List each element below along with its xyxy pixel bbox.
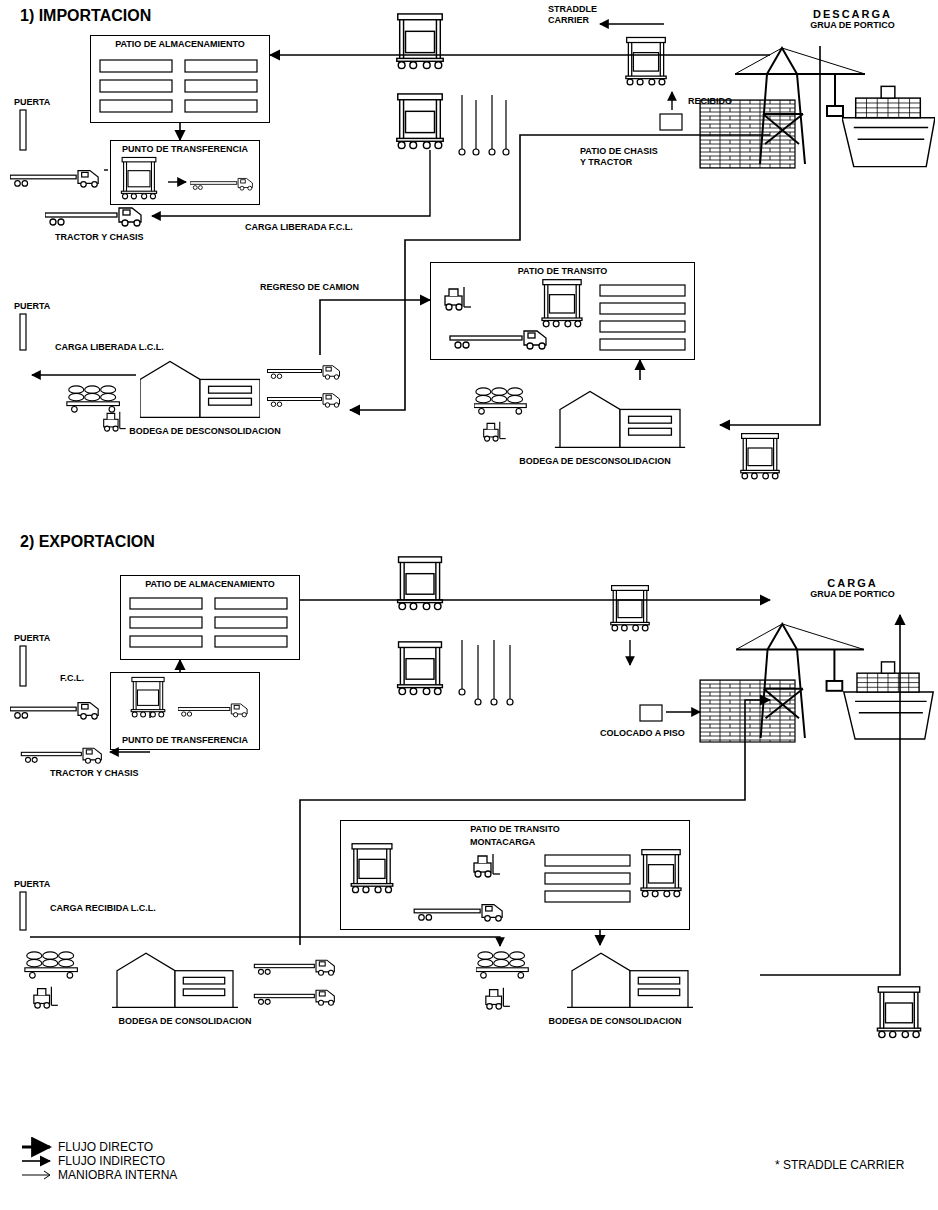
- flow-arrow: [300, 599, 770, 601]
- yard-box: PATIO DE TRANSITO: [430, 262, 695, 360]
- legend-text: FLUJO INDIRECTO: [58, 1154, 165, 1168]
- area-node: BODEGA DE CONSOLIDACION: [470, 945, 760, 1030]
- node-label: BODEGA DE DESCONSOLIDACION: [519, 456, 671, 467]
- note-label: F.C.L.: [60, 673, 84, 684]
- node-label: PATIO DE ALMACENAMIENTO: [115, 39, 245, 50]
- note-label: CARGA LIBERADA F.C.L.: [245, 222, 353, 233]
- node-label: PATIO DE TRANSITO: [518, 266, 608, 277]
- node-label: PUNTO DE TRANSFERENCIA: [122, 144, 248, 155]
- yard-box: PATIO DE TRANSITO MONTACARGA: [340, 820, 690, 930]
- note-label: PUERTA: [14, 301, 50, 312]
- flow-arrow: [179, 660, 181, 672]
- area-node: BODEGA DE DESCONSOLIDACION: [60, 355, 350, 440]
- legend-text: MANIOBRA INTERNA: [58, 1168, 177, 1182]
- yard-box: PUNTO DE TRANSFERENCIA: [110, 140, 260, 205]
- note-label: TRACTOR Y CHASIS: [55, 232, 144, 243]
- area-node: DESCARGAGRUA DE PORTICO: [770, 6, 935, 46]
- node-label: PATIO DE TRANSITO: [470, 824, 560, 835]
- node-label: GRUA DE PORTICO: [810, 589, 895, 600]
- flow-arrow: [599, 930, 601, 945]
- section-heading: 2) EXPORTACION: [20, 532, 155, 551]
- node-label: DESCARGA: [813, 9, 892, 20]
- flow-arrow: [270, 54, 770, 56]
- edge-label: REGRESO DE CAMION: [258, 282, 361, 293]
- node-label: CARGA: [827, 578, 877, 589]
- note-label: CARGA LIBERADA L.C.L.: [55, 342, 164, 353]
- yard-box: PATIO DE ALMACENAMIENTO: [120, 575, 300, 660]
- node-label: PATIO DE ALMACENAMIENTO: [145, 579, 275, 590]
- flow-arrow: [760, 615, 900, 975]
- node-label: GRUA DE PORTICO: [810, 20, 895, 31]
- note-label: TRACTOR Y CHASIS: [50, 768, 139, 779]
- node-label: BODEGA DE CONSOLIDACION: [548, 1016, 681, 1027]
- node-label: MONTACARGA: [470, 837, 535, 848]
- flow-arrow: [300, 700, 770, 945]
- note-label: PATIO DE CHASIS Y TRACTOR: [580, 146, 660, 168]
- legend-text: FLUJO DIRECTO: [58, 1140, 153, 1154]
- area-node: CARGAGRUA DE PORTICO: [770, 575, 935, 615]
- section-heading: 1) IMPORTACION: [20, 6, 151, 25]
- note-label: RECIBIDO: [688, 96, 732, 107]
- flow-arrow: [639, 360, 641, 380]
- note-label: COLOCADO A PISO: [600, 728, 685, 739]
- note-label: PUERTA: [14, 97, 50, 108]
- node-label: BODEGA DE DESCONSOLIDACION: [129, 426, 281, 437]
- flow-arrow: [179, 123, 181, 140]
- yard-box: PATIO DE ALMACENAMIENTO: [90, 35, 270, 123]
- area-node: BODEGA DE CONSOLIDACION: [20, 945, 350, 1030]
- flow-arrow: [720, 46, 820, 425]
- note-label: CARGA RECIBIDA L.C.L.: [50, 903, 156, 914]
- note-label: STRADDLE CARRIER: [548, 4, 608, 26]
- note-label: * STRADDLE CARRIER: [775, 1158, 904, 1172]
- node-label: PUNTO DE TRANSFERENCIA: [122, 735, 248, 746]
- flow-arrow: [320, 300, 430, 355]
- node-label: BODEGA DE CONSOLIDACION: [118, 1016, 251, 1027]
- note-label: PUERTA: [14, 633, 50, 644]
- yard-box: PUNTO DE TRANSFERENCIA: [110, 672, 260, 750]
- note-label: PUERTA: [14, 879, 50, 890]
- flow-arrow: [350, 135, 770, 410]
- area-node: BODEGA DE DESCONSOLIDACION: [470, 380, 720, 470]
